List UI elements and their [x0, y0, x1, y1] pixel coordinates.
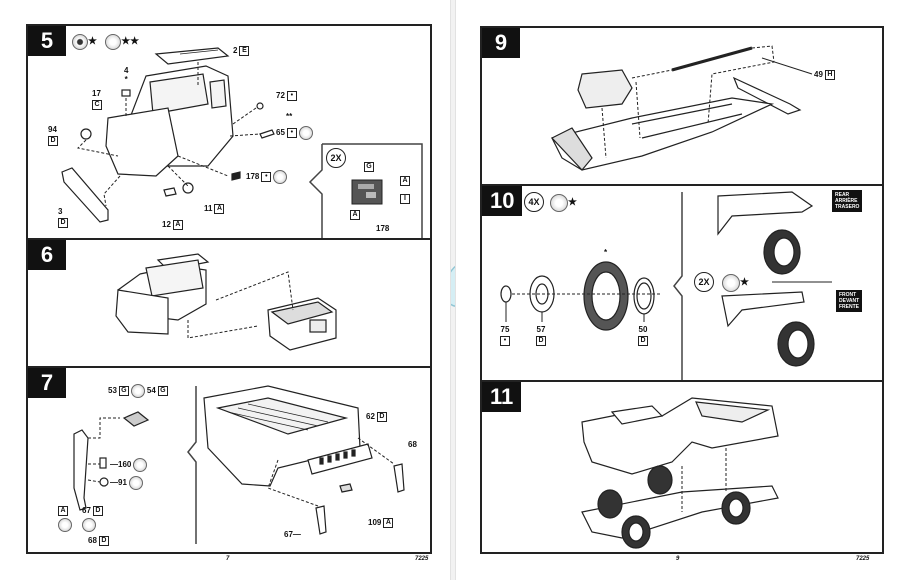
paint-ref: ★: [548, 194, 577, 212]
wheel-assembly-drawing: [500, 191, 832, 380]
final-assembly-drawing: [581, 397, 779, 549]
step-number: 11: [482, 382, 522, 412]
callout-part-160: —160: [110, 458, 148, 472]
callout-part-72: 72•: [276, 91, 297, 101]
quantity-badge: 2X: [326, 148, 346, 168]
detail-tree-g: G: [364, 162, 374, 172]
rear-label: REAR ARRIÈRE TRASERO: [832, 190, 863, 212]
step-number: 6: [28, 240, 66, 270]
paint-chip-icon: [130, 384, 145, 398]
callout-part-178: 178•: [246, 170, 288, 184]
step-6-panel: 6: [28, 240, 430, 368]
step-10-panel: 10 4X ★: [482, 186, 882, 382]
paint-chip-icon: [72, 34, 88, 50]
page-number: 7: [226, 556, 230, 562]
step-5-panel: 5 ★ ★★: [28, 26, 430, 240]
cab-assembly-drawing: [61, 47, 423, 238]
callout-part-65: 65•: [276, 126, 313, 140]
step-number: 10: [482, 186, 523, 216]
paint-chip-icon: [550, 194, 568, 212]
step-number: 5: [28, 26, 66, 56]
step-7-panel: 7: [28, 368, 430, 552]
callout-part-4: 4*: [124, 66, 129, 84]
kit-number: 7225: [415, 556, 429, 562]
chassis-engine-drawing: [551, 45, 813, 171]
callout-part-91: —91: [110, 476, 143, 490]
page-number: 9: [676, 556, 680, 562]
steps-frame-left: 5 ★ ★★: [26, 24, 432, 554]
quantity-badge: 4X: [524, 192, 544, 212]
callout-part-67-right: 67—: [284, 530, 301, 539]
paint-chip-icon: [273, 170, 288, 184]
paint-chip-icon: [105, 34, 122, 50]
detail-part-178: 178: [376, 224, 390, 233]
instruction-page-left: 5 ★ ★★: [0, 0, 451, 580]
paint-refs: ★ ★★: [70, 34, 139, 50]
tailgate-bed-drawing: [73, 385, 405, 544]
paint-chip-icon: [82, 518, 96, 532]
detail-tree-a-top: A: [400, 176, 410, 186]
paint-chip-icon: [133, 458, 148, 472]
paint-chip-icon: [58, 518, 72, 532]
front-quantity-badge: 2X: [694, 272, 714, 292]
paint-chip-icon: [722, 274, 740, 292]
front-label: FRONT DEVANT FRENTE: [836, 290, 863, 312]
step-number: 9: [482, 28, 520, 58]
paint-chip-icon: [298, 126, 313, 140]
front-paint-ref: ★: [720, 274, 749, 292]
kit-number: 7225: [856, 556, 870, 562]
detail-tree-a-bottom: A: [350, 210, 360, 220]
callout-part-75: 75•: [500, 325, 510, 346]
step-11-panel: 11: [482, 382, 882, 552]
cab-interior-drawing: [115, 253, 337, 351]
tire-mark: *: [604, 248, 608, 257]
callout-tree-a: A: [58, 504, 72, 532]
callout-part-65-mark: **: [286, 112, 293, 121]
detail-tree-i: I: [400, 194, 410, 204]
callout-part-68: 68: [408, 440, 417, 449]
paint-chip-icon: [128, 476, 143, 490]
step-number: 7: [28, 368, 66, 398]
